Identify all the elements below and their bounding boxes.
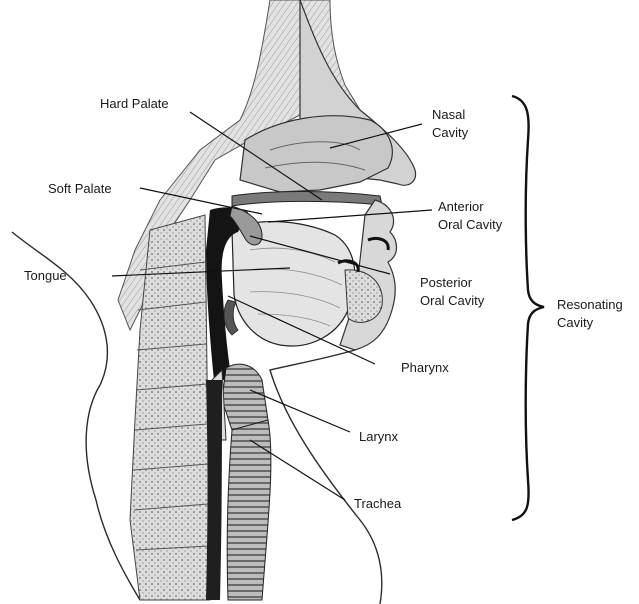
label-hard-palate: Hard Palate <box>100 96 169 112</box>
label-resonating-cavity-line1: Resonating <box>557 297 623 313</box>
leader-anterior-oral <box>268 210 432 222</box>
label-tongue: Tongue <box>24 268 67 284</box>
neck-back-contour <box>12 232 140 600</box>
label-larynx: Larynx <box>359 429 398 445</box>
label-resonating-cavity-line2: Cavity <box>557 315 593 331</box>
resonating-cavity-brace <box>512 96 544 520</box>
label-posterior-oral-line2: Oral Cavity <box>420 293 484 309</box>
trachea-shape <box>227 420 271 600</box>
label-trachea: Trachea <box>354 496 401 512</box>
label-nasal-cavity-line2: Cavity <box>432 125 468 141</box>
label-nasal-cavity-line1: Nasal <box>432 107 465 123</box>
label-soft-palate: Soft Palate <box>48 181 112 197</box>
esophagus <box>206 380 222 600</box>
larynx-shape <box>222 364 268 430</box>
label-pharynx: Pharynx <box>401 360 449 376</box>
label-anterior-oral-line1: Anterior <box>438 199 484 215</box>
hard-palate-shape <box>232 192 382 207</box>
label-posterior-oral-line1: Posterior <box>420 275 472 291</box>
neck-front-contour <box>270 350 382 604</box>
label-anterior-oral-line2: Oral Cavity <box>438 217 502 233</box>
